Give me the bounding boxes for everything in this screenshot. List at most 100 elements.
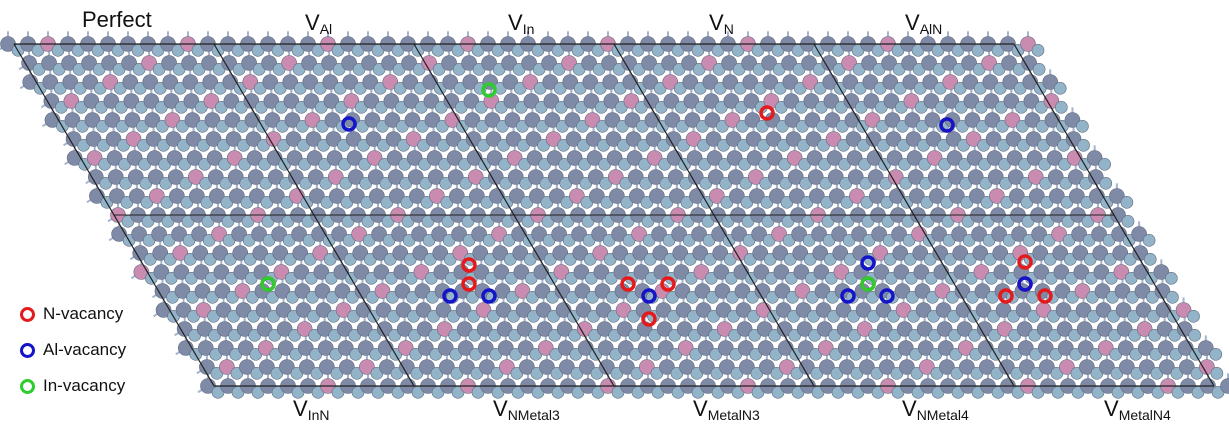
metal-atom xyxy=(1159,359,1175,375)
metal-atom xyxy=(367,169,384,185)
panel-label-v-nmetal4: VNMetal4 xyxy=(902,396,969,424)
metal-atom xyxy=(1094,283,1111,299)
metal-atom xyxy=(825,131,842,147)
metal-atom xyxy=(61,55,77,71)
panel-label-v-in: VIn xyxy=(508,10,535,38)
metal-atom xyxy=(833,264,850,280)
metal-atom xyxy=(419,359,435,375)
metal-atom xyxy=(979,359,995,375)
metal-atom xyxy=(341,55,357,71)
metal-atom xyxy=(501,55,517,71)
metal-atom xyxy=(597,340,614,356)
metal-atom xyxy=(495,302,512,318)
metal-atom xyxy=(366,150,383,166)
metal-atom xyxy=(446,150,463,166)
cell-border xyxy=(613,43,815,387)
metal-atom xyxy=(1079,359,1095,375)
metal-atom xyxy=(809,188,825,204)
metal-atom xyxy=(239,359,255,375)
metal-atom xyxy=(704,112,721,128)
metal-atom xyxy=(359,359,375,375)
metal-atom xyxy=(1073,264,1090,280)
metal-atom xyxy=(267,169,284,185)
metal-atom xyxy=(749,188,765,204)
metal-atom xyxy=(123,93,140,109)
metal-atom xyxy=(426,150,443,166)
metal-atom xyxy=(859,359,875,375)
metal-atom xyxy=(307,169,324,185)
metal-atom xyxy=(547,169,564,185)
metal-atom xyxy=(291,226,307,242)
metal-atom xyxy=(551,226,567,242)
metal-atom xyxy=(864,112,881,128)
metal-atom xyxy=(611,226,627,242)
metal-atom xyxy=(514,283,531,299)
metal-atom xyxy=(245,131,262,147)
n-atom xyxy=(1053,82,1067,95)
metal-atom xyxy=(1037,340,1054,356)
metal-atom xyxy=(215,302,232,318)
metal-atom xyxy=(323,93,340,109)
cell-border xyxy=(413,43,615,387)
metal-atom xyxy=(381,55,397,71)
metal-atom xyxy=(639,359,655,375)
n-atom xyxy=(1098,158,1111,171)
metal-atom xyxy=(564,112,581,128)
metal-atom xyxy=(794,283,811,299)
metal-atom xyxy=(84,112,101,128)
metal-atom xyxy=(919,359,935,375)
metal-atom xyxy=(62,74,79,90)
panel-label-perfect: Perfect xyxy=(82,7,152,32)
metal-atom xyxy=(194,283,211,299)
metal-atom xyxy=(596,321,613,337)
metal-atom xyxy=(126,150,143,166)
metal-atom xyxy=(1056,321,1073,337)
metal-atom xyxy=(192,245,209,261)
metal-atom xyxy=(791,226,807,242)
metal-atom xyxy=(876,321,893,337)
metal-atom xyxy=(275,302,292,318)
metal-atom xyxy=(806,150,823,166)
metal-atom xyxy=(1055,302,1072,318)
metal-atom xyxy=(285,131,302,147)
metal-atom xyxy=(314,283,331,299)
metal-atom xyxy=(467,169,484,185)
metal-atom xyxy=(613,264,630,280)
metal-atom xyxy=(1074,283,1091,299)
metal-atom xyxy=(1115,302,1132,318)
metal-atom xyxy=(1119,359,1135,375)
metal-atom xyxy=(592,245,609,261)
metal-atom xyxy=(829,188,845,204)
metal-atom xyxy=(779,359,795,375)
metal-atom xyxy=(949,188,965,204)
n-vacancy-ring xyxy=(620,276,636,292)
metal-atom xyxy=(1042,74,1059,90)
metal-atom xyxy=(544,112,561,128)
metal-atom xyxy=(769,188,785,204)
metal-atom xyxy=(601,55,617,71)
metal-atom xyxy=(1175,302,1192,318)
atom-lattice xyxy=(0,36,1229,399)
metal-atom xyxy=(661,55,677,71)
metal-atom xyxy=(602,74,619,90)
metal-atom xyxy=(1052,245,1069,261)
metal-atom xyxy=(862,74,879,90)
metal-atom xyxy=(522,74,539,90)
cell-borders xyxy=(13,43,1215,387)
metal-atom xyxy=(707,169,724,185)
metal-atom xyxy=(926,150,943,166)
metal-atom xyxy=(276,321,293,337)
metal-atom xyxy=(445,131,462,147)
metal-atom xyxy=(83,93,100,109)
metal-atom xyxy=(784,112,801,128)
metal-atom xyxy=(425,131,442,147)
metal-atom xyxy=(813,264,830,280)
metal-atom xyxy=(383,93,400,109)
metal-atom xyxy=(385,131,402,147)
metal-atom xyxy=(967,169,984,185)
n-atom xyxy=(1121,215,1135,228)
metal-atom xyxy=(795,302,812,318)
metal-atom xyxy=(713,264,730,280)
metal-atom xyxy=(1002,74,1019,90)
metal-atom xyxy=(321,55,337,71)
